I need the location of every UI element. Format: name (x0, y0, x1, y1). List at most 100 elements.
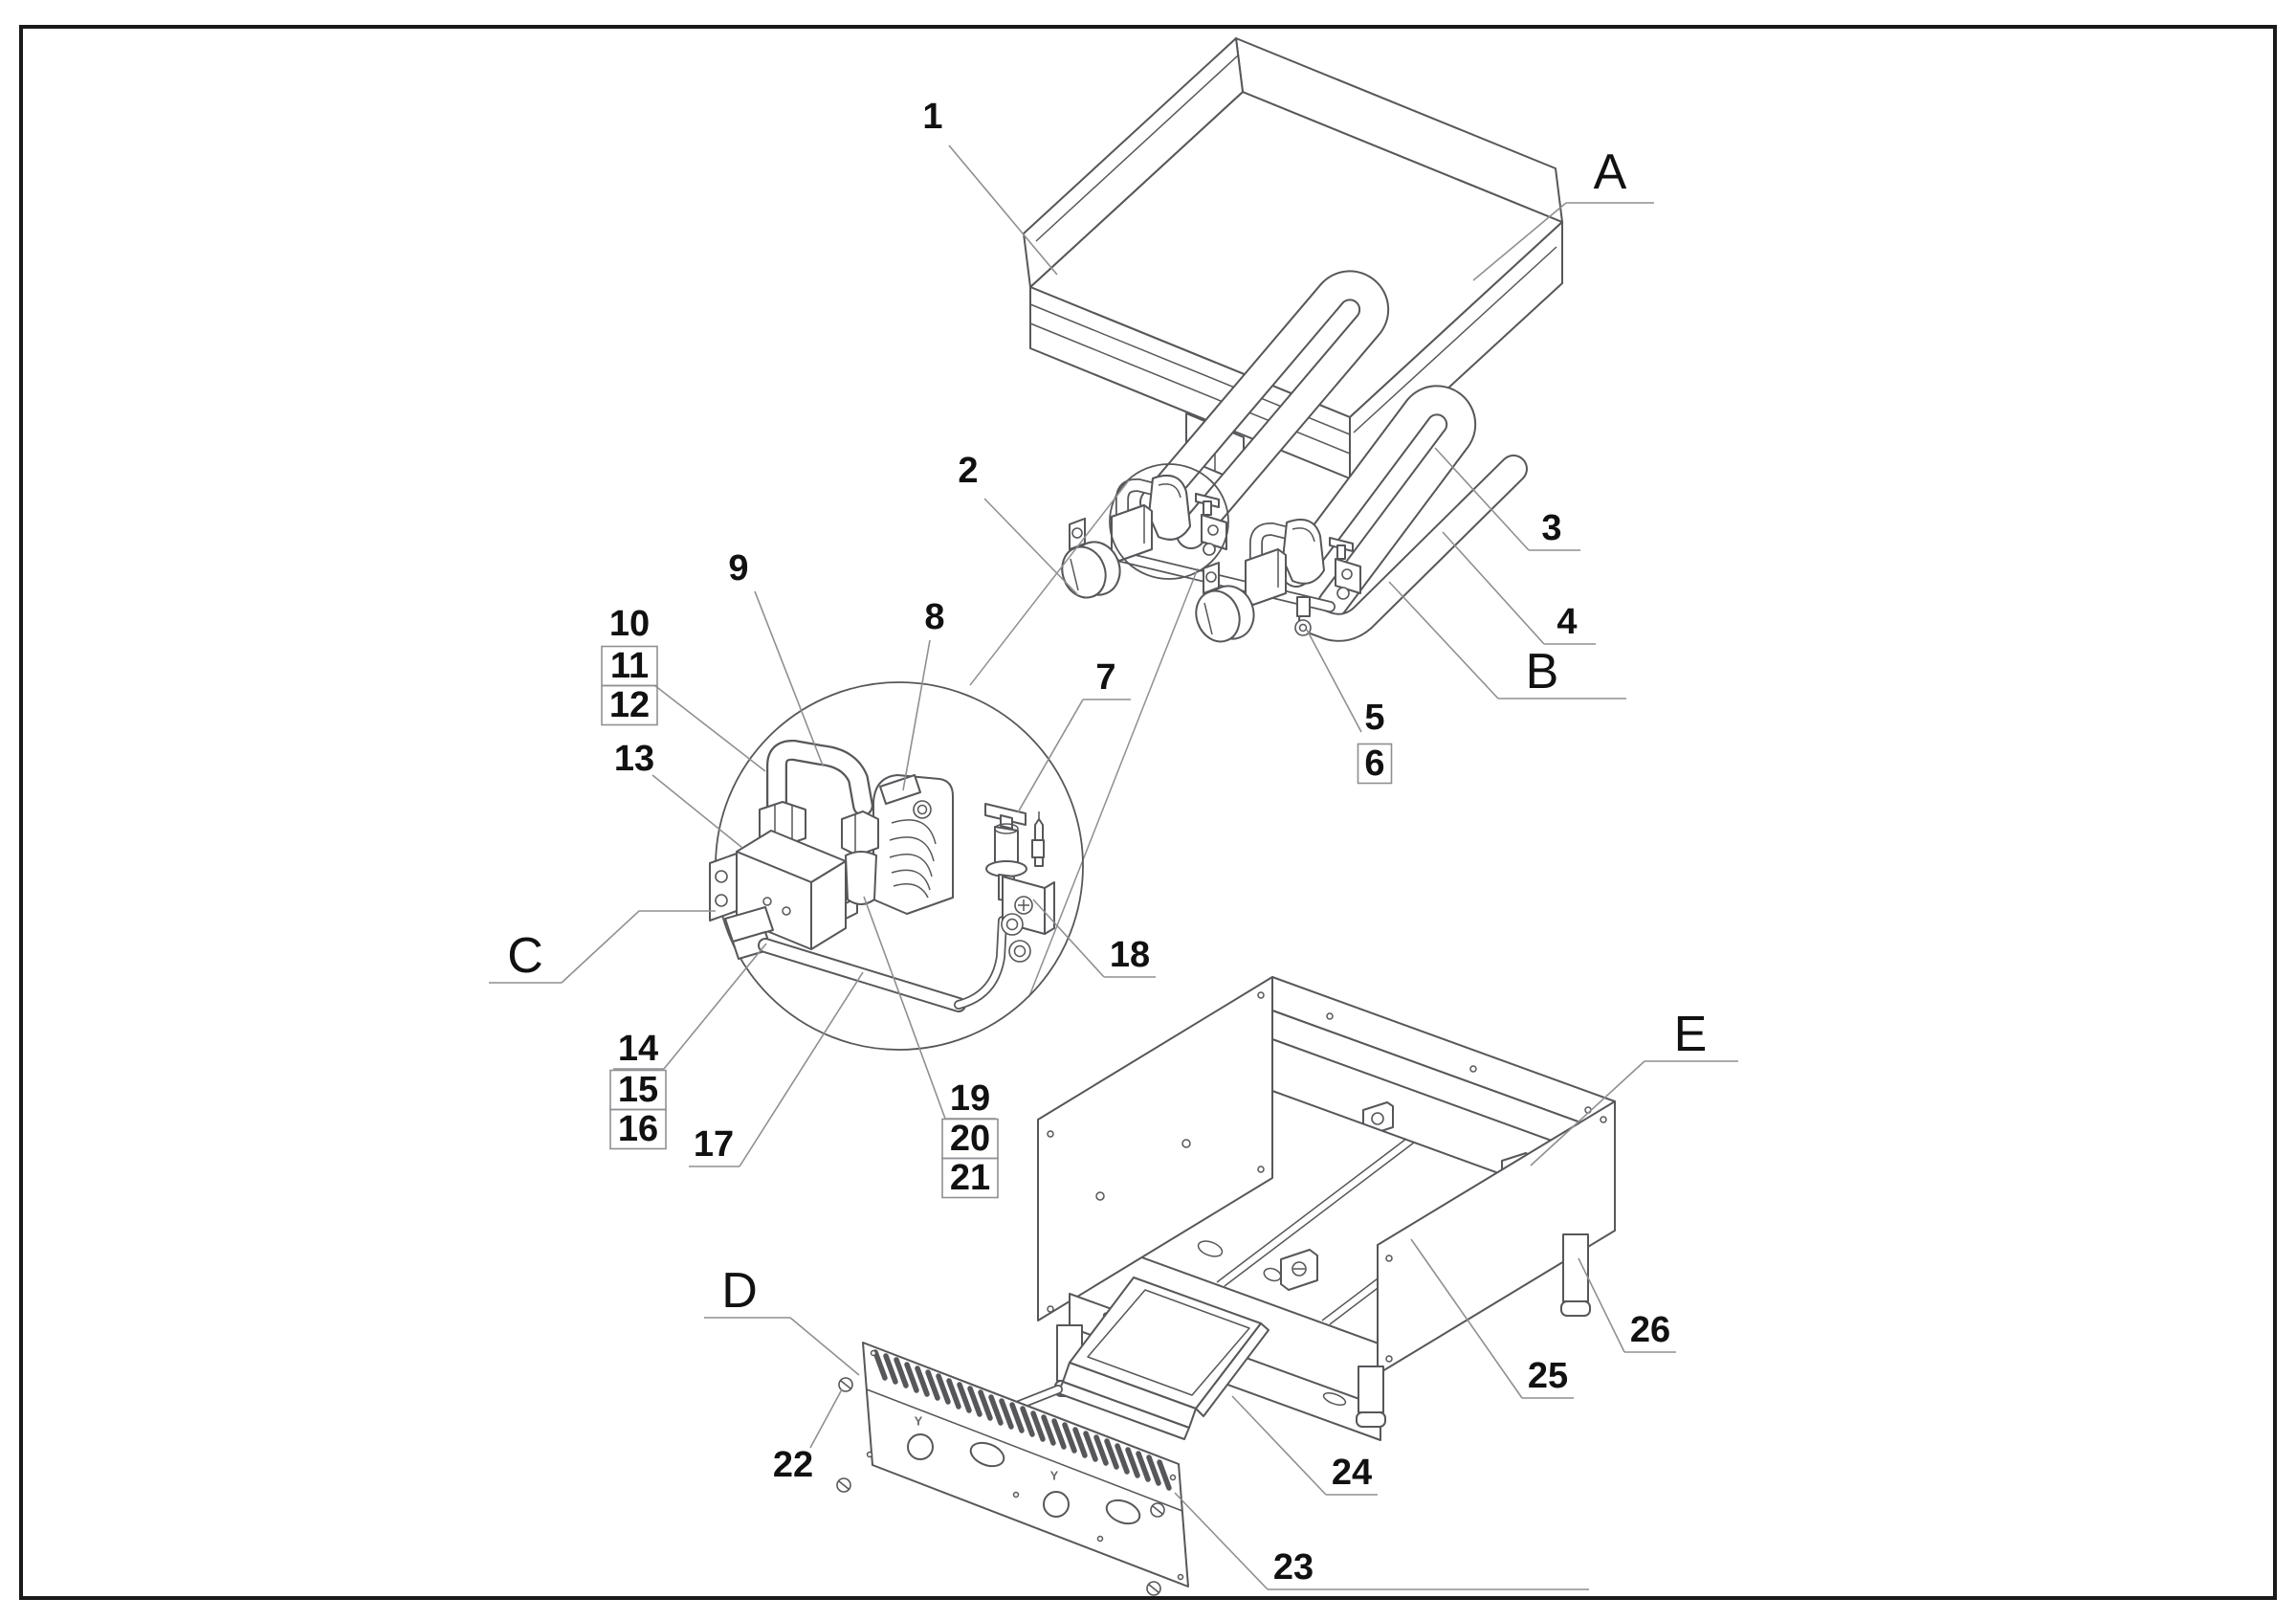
panel-screw-1 (838, 1377, 853, 1392)
callout-text-D: D (721, 1263, 758, 1319)
callout-23: 23 (1174, 1492, 1589, 1590)
callout-Y: Y (1050, 1469, 1059, 1483)
manifold-supply-pipe (1298, 455, 1528, 642)
leader-line-17 (739, 971, 864, 1167)
valve-cluster-rear (1195, 519, 1361, 643)
callout-4: 4 (1442, 531, 1596, 645)
callout-14: 14 (613, 943, 767, 1070)
callout-25: 25 (1410, 1238, 1574, 1399)
callout-Y: Y (915, 1414, 923, 1429)
callout-text-13: 13 (614, 739, 654, 779)
callout-text-5: 5 (1364, 698, 1384, 738)
valve-cluster-front2 (1061, 475, 1227, 599)
callout-B: B (1388, 581, 1626, 699)
callout-text-4: 4 (1556, 602, 1577, 642)
callout-2: 2 (958, 451, 1079, 596)
callout-3: 3 (1434, 447, 1580, 551)
leader-line-D (789, 1317, 860, 1376)
leader-line-4 (1442, 531, 1545, 645)
callout-text-16: 16 (618, 1109, 658, 1149)
callout-16: 16 (609, 1108, 667, 1150)
panel-screw-2 (836, 1477, 851, 1493)
panel-screw-4 (1146, 1581, 1161, 1596)
burner-tube-1 (1139, 270, 1390, 549)
callout-text-22: 22 (773, 1445, 813, 1485)
leader-line-7 (1017, 699, 1084, 813)
leader-line-25 (1410, 1238, 1523, 1399)
callout-19: 19 (863, 896, 996, 1120)
valve-detail-view (709, 681, 1084, 1051)
burner-tube-2 (1281, 385, 1477, 619)
callout-1: 1 (922, 97, 1058, 276)
leader-line-2 (983, 498, 1079, 596)
leader-line-19 (863, 896, 946, 1120)
leader-line-13 (651, 774, 743, 849)
callout-D: D (704, 1263, 860, 1376)
callout-text-6: 6 (1364, 744, 1384, 784)
leader-line-18 (1032, 899, 1105, 978)
leader-line-5 (1306, 629, 1362, 733)
leader-line-A (1472, 202, 1567, 281)
callout-9: 9 (728, 548, 824, 766)
valve-outlet-fitting (724, 906, 774, 960)
callout-text-18: 18 (1110, 935, 1150, 975)
grease-drawer (981, 1277, 1269, 1440)
callout-text-9: 9 (728, 548, 748, 588)
cutout-2 (1105, 1499, 1141, 1525)
leader-line-23 (1174, 1492, 1269, 1590)
callout-text-2: 2 (958, 451, 978, 491)
callout-6: 6 (1357, 743, 1393, 785)
callout-A: A (1472, 144, 1654, 281)
callout-text-E: E (1674, 1007, 1708, 1062)
orifice-fitting (1294, 596, 1312, 636)
leader-line-12 (653, 684, 766, 772)
leader-line-26 (1578, 1257, 1625, 1353)
igniter-bracket-assembly (841, 774, 954, 915)
leader-line-9 (754, 590, 824, 766)
louver-slots (872, 1349, 1172, 1491)
callout-text-19: 19 (950, 1078, 990, 1119)
callout-text-10: 10 (609, 604, 650, 644)
callout-text-B: B (1526, 644, 1559, 699)
callout-17: 17 (689, 971, 864, 1167)
callout-text-20: 20 (950, 1119, 990, 1159)
leader-line-24 (1231, 1395, 1327, 1496)
callout-text-Y: Y (915, 1414, 923, 1429)
leader-line-1 (948, 144, 1058, 276)
callout-text-C: C (507, 928, 543, 984)
callout-E: E (1530, 1007, 1738, 1166)
elbow-pipe (766, 739, 873, 830)
left-side-panel (1037, 976, 1273, 1321)
leader-line-22 (809, 1388, 843, 1449)
callout-21: 21 (941, 1157, 999, 1199)
drawing-border (19, 25, 2277, 1600)
callout-text-17: 17 (694, 1124, 734, 1165)
callout-text-12: 12 (609, 685, 650, 725)
callout-text-1: 1 (922, 97, 942, 137)
leader-line-8 (902, 639, 931, 791)
callout-18: 18 (1032, 899, 1156, 978)
callout-15: 15 (609, 1069, 667, 1111)
callout-26: 26 (1578, 1257, 1676, 1353)
cutout-1 (969, 1441, 1005, 1468)
knob-hole-2 (1043, 1491, 1070, 1518)
callout-text-7: 7 (1095, 657, 1115, 698)
floor-bracket-2 (1280, 1249, 1318, 1291)
panel-screw-3 (1150, 1502, 1165, 1518)
callout-10: 10 (609, 604, 650, 644)
callout-C: C (489, 910, 716, 984)
detail-ellipse-b (1109, 463, 1229, 580)
callout-text-3: 3 (1541, 508, 1561, 548)
callout-text-Y: Y (1050, 1469, 1059, 1483)
callout-text-21: 21 (950, 1158, 990, 1198)
leg-front (1356, 1366, 1386, 1428)
pilot-burner-assembly (984, 803, 1055, 963)
burner-assembly (969, 270, 1528, 997)
callout-text-25: 25 (1528, 1356, 1568, 1396)
leader-line-B (1388, 581, 1499, 699)
callout-text-A: A (1594, 144, 1627, 200)
callout-text-14: 14 (618, 1029, 658, 1069)
callout-5: 5 (1306, 629, 1385, 738)
